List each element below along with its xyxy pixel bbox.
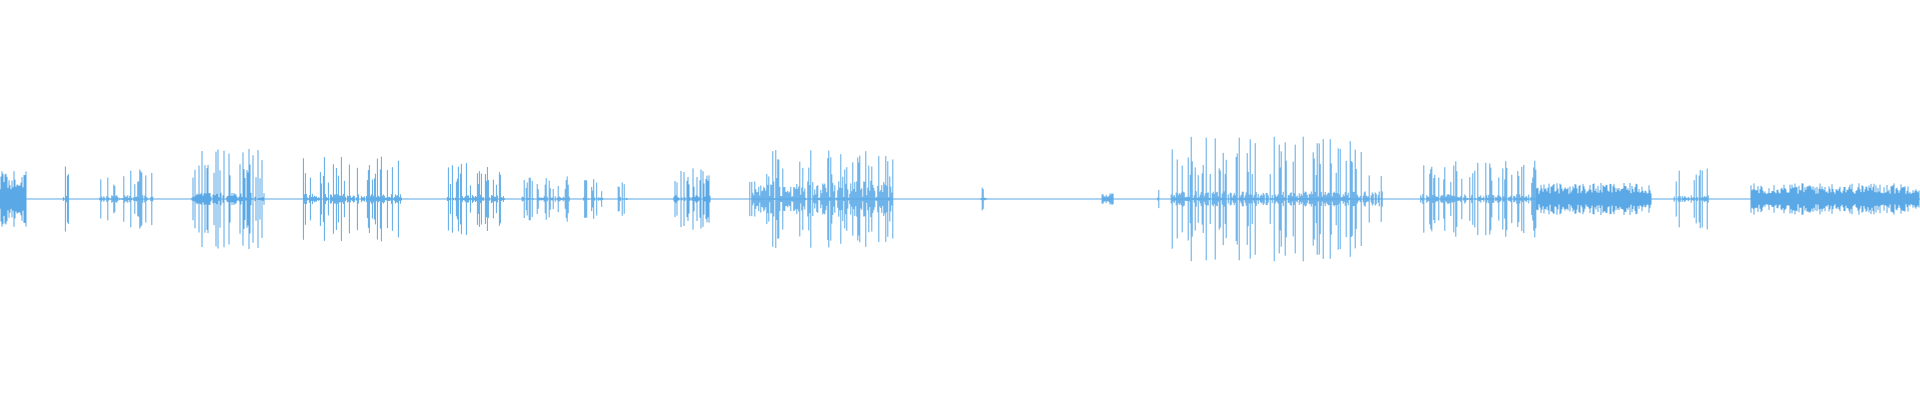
waveform-samples xyxy=(0,136,1920,262)
